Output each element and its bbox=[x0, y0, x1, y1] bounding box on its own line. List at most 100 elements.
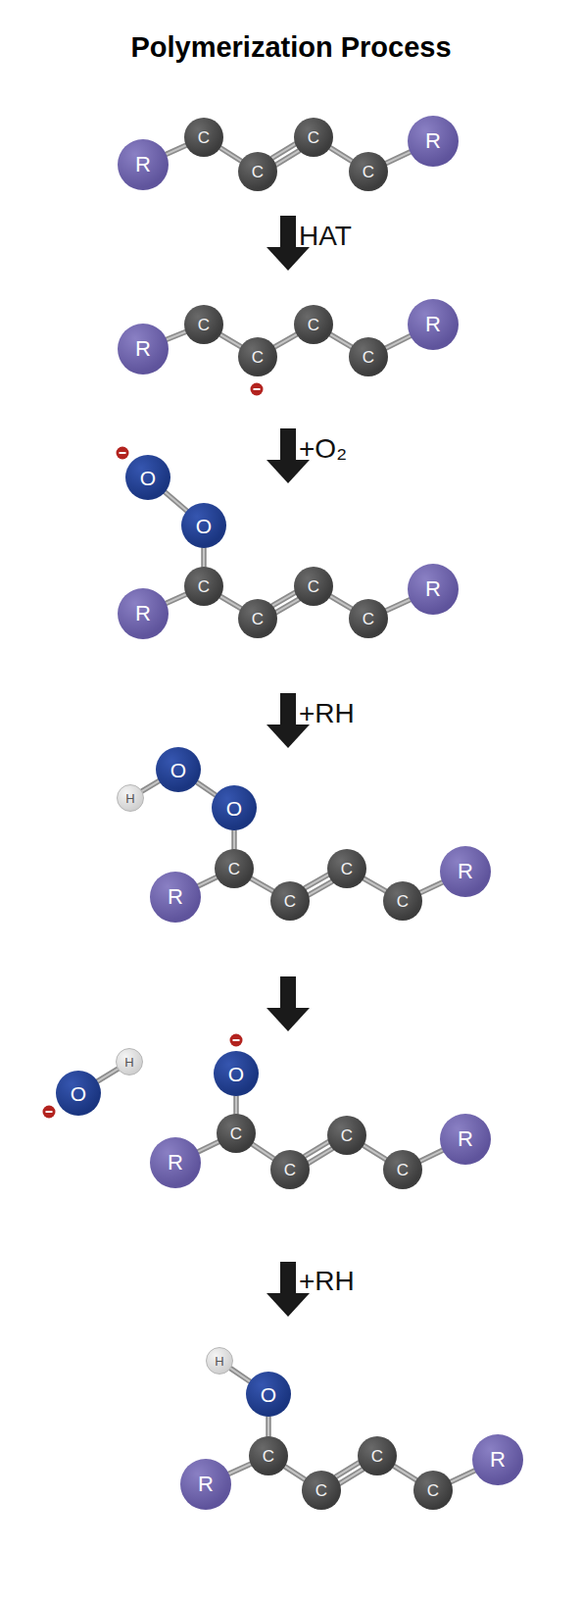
single-bond bbox=[363, 1144, 387, 1159]
single-bond bbox=[234, 829, 236, 849]
r-group-atom: R bbox=[117, 139, 169, 191]
carbon-atom: C bbox=[413, 1469, 453, 1509]
charge-dot bbox=[250, 383, 264, 396]
hydrogen-atom: H bbox=[115, 1047, 144, 1075]
atom-symbol: C bbox=[340, 860, 353, 877]
oxygen-atom: O bbox=[181, 502, 227, 548]
atom-symbol: C bbox=[262, 1447, 275, 1464]
single-bond bbox=[386, 599, 410, 611]
single-bond bbox=[386, 336, 411, 348]
carbon-atom: C bbox=[293, 117, 334, 157]
carbon-atom: C bbox=[293, 304, 334, 344]
step-label: +RH bbox=[298, 697, 355, 729]
atom-symbol: R bbox=[457, 860, 474, 882]
single-bond bbox=[197, 876, 217, 886]
r-group-atom: R bbox=[407, 298, 459, 350]
r-group-atom: R bbox=[407, 115, 459, 167]
carbon-atom: C bbox=[348, 337, 388, 377]
charge-dot bbox=[230, 1033, 243, 1047]
oxygen-atom: O bbox=[155, 746, 201, 792]
atom-symbol: C bbox=[362, 163, 375, 181]
r-group-atom: R bbox=[117, 587, 169, 639]
atom-symbol: C bbox=[284, 1161, 296, 1178]
atom-symbol: C bbox=[396, 1161, 409, 1178]
single-bond bbox=[268, 1415, 270, 1436]
atom-symbol: C bbox=[362, 348, 375, 366]
carbon-atom: C bbox=[270, 1149, 310, 1189]
r-group-atom: R bbox=[439, 1113, 491, 1164]
carbon-atom: C bbox=[348, 598, 388, 638]
single-bond bbox=[330, 334, 352, 347]
diagram-title: Polymerization Process bbox=[0, 31, 582, 64]
r-group-atom: R bbox=[407, 563, 459, 615]
single-bond bbox=[274, 334, 296, 347]
single-bond bbox=[420, 1149, 443, 1161]
step-label: +RH bbox=[298, 1264, 355, 1297]
double-bond bbox=[304, 873, 332, 894]
hydrogen-atom: H bbox=[205, 1346, 234, 1374]
double-bond bbox=[336, 1461, 363, 1483]
single-bond bbox=[252, 1143, 275, 1159]
atom-symbol: C bbox=[307, 316, 320, 334]
single-bond bbox=[393, 1464, 417, 1479]
hydrogen-atom: H bbox=[116, 783, 145, 812]
reaction-arrow bbox=[266, 975, 310, 1031]
carbon-atom: C bbox=[214, 848, 254, 888]
atom-symbol: C bbox=[197, 129, 210, 146]
r-group-atom: R bbox=[180, 1457, 232, 1509]
atom-symbol: R bbox=[167, 1151, 184, 1173]
carbon-atom: C bbox=[293, 566, 334, 606]
atom-symbol: H bbox=[125, 791, 135, 805]
atom-symbol: C bbox=[307, 578, 320, 595]
carbon-atom: C bbox=[327, 1115, 367, 1155]
single-bond bbox=[386, 151, 410, 163]
single-bond bbox=[236, 1095, 238, 1114]
charge-dot bbox=[43, 1105, 56, 1118]
step-label: +O₂ bbox=[298, 433, 347, 465]
atom-symbol: C bbox=[228, 860, 241, 877]
single-bond bbox=[330, 595, 352, 609]
atom-symbol: C bbox=[284, 892, 296, 910]
atom-symbol: O bbox=[140, 467, 156, 488]
atom-symbol: C bbox=[251, 163, 264, 181]
carbon-atom: C bbox=[238, 151, 278, 192]
atom-symbol: R bbox=[425, 130, 441, 152]
r-group-atom: R bbox=[149, 1136, 201, 1188]
single-bond bbox=[229, 1462, 251, 1473]
carbon-atom: C bbox=[301, 1469, 341, 1509]
atom-symbol: C bbox=[340, 1126, 353, 1144]
oxygen-atom: O bbox=[213, 1050, 259, 1096]
atom-symbol: R bbox=[135, 602, 151, 625]
carbon-atom: C bbox=[348, 151, 388, 192]
carbon-atom: C bbox=[184, 117, 224, 157]
carbon-atom: C bbox=[184, 566, 224, 606]
double-bond bbox=[304, 1141, 333, 1163]
single-bond bbox=[450, 1469, 475, 1481]
atom-symbol: C bbox=[197, 578, 210, 595]
atom-symbol: R bbox=[197, 1472, 214, 1495]
oxygen-atom: O bbox=[125, 454, 171, 500]
r-group-atom: R bbox=[117, 323, 169, 375]
atom-symbol: C bbox=[396, 892, 409, 910]
atom-symbol: H bbox=[214, 1354, 224, 1367]
single-bond bbox=[166, 331, 186, 340]
single-bond bbox=[220, 334, 242, 346]
carbon-atom: C bbox=[184, 304, 224, 344]
charge-dot bbox=[116, 446, 130, 460]
double-bond bbox=[272, 592, 298, 613]
single-bond bbox=[97, 1067, 118, 1081]
single-bond bbox=[164, 491, 187, 511]
single-bond bbox=[363, 877, 386, 891]
atom-symbol: R bbox=[425, 313, 441, 336]
atom-symbol: R bbox=[167, 885, 184, 908]
carbon-atom: C bbox=[357, 1435, 397, 1475]
atom-symbol: C bbox=[315, 1481, 328, 1499]
atom-symbol: C bbox=[427, 1481, 439, 1499]
oxygen-atom: O bbox=[55, 1069, 101, 1116]
single-bond bbox=[231, 1367, 250, 1381]
step-label: HAT bbox=[298, 220, 352, 252]
atom-symbol: O bbox=[195, 515, 212, 536]
carbon-atom: C bbox=[248, 1435, 289, 1475]
